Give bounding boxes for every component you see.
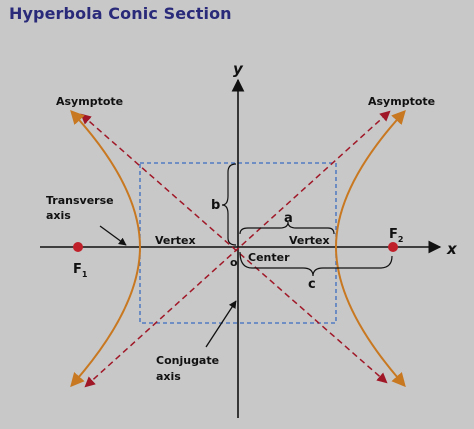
transverse-axis-pointer	[99, 225, 127, 246]
focus-1-subscript: 1	[82, 270, 88, 279]
origin-label: o	[230, 256, 238, 269]
vertex-right-label: Vertex	[289, 234, 330, 247]
focus-2-point	[388, 242, 398, 252]
focus-2-letter: F	[389, 227, 398, 242]
brace-c	[239, 251, 393, 277]
c-label: c	[308, 277, 316, 292]
y-axis-label: y	[233, 60, 244, 78]
x-axis-label: x	[446, 240, 458, 258]
transverse-axis-label-line1: Transverse	[46, 194, 114, 207]
transverse-axis-label-line2: axis	[46, 209, 71, 222]
conjugate-axis-label-line2: axis	[156, 370, 181, 383]
hyperbola-right-branch	[334, 109, 406, 388]
center-label: Center	[248, 251, 290, 264]
conjugate-axis-label-line1: Conjugate	[156, 354, 219, 367]
focus-1-label: F1	[73, 262, 88, 279]
page-title: Hyperbola Conic Section	[9, 4, 232, 23]
vertex-left-label: Vertex	[155, 234, 196, 247]
asymptote-right-label: Asymptote	[368, 95, 435, 108]
b-label: b	[211, 198, 220, 213]
conjugate-axis-pointer	[205, 300, 237, 348]
hyperbola-left-branch	[70, 109, 142, 388]
focus-1-point	[73, 242, 83, 252]
a-label: a	[284, 211, 293, 226]
asymptote-left-label: Asymptote	[56, 95, 123, 108]
focus-2-label: F2	[389, 227, 403, 244]
brace-b	[221, 163, 237, 246]
asymptote-line-2	[84, 110, 391, 388]
focus-1-letter: F	[73, 262, 82, 277]
brace-a	[239, 221, 335, 235]
focus-2-subscript: 2	[398, 235, 404, 244]
